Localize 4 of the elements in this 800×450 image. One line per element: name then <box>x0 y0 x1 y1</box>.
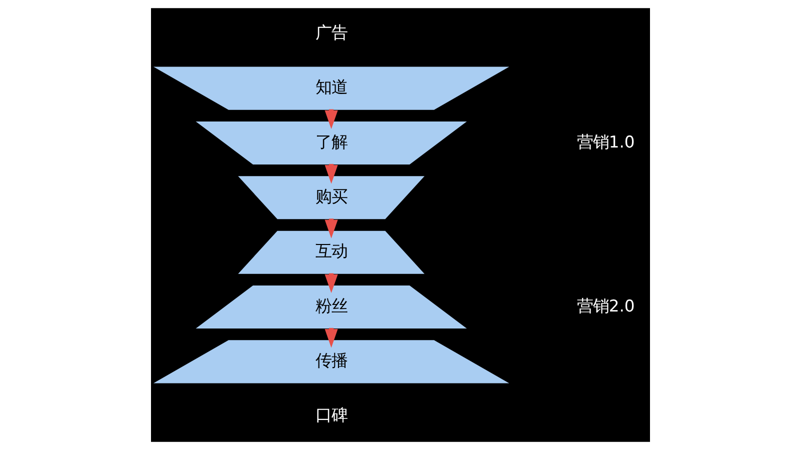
label: 营销2.0 <box>576 296 634 316</box>
label: 广告 <box>314 22 347 42</box>
label: 口碑 <box>314 406 347 425</box>
label: 营销1.0 <box>576 132 634 152</box>
